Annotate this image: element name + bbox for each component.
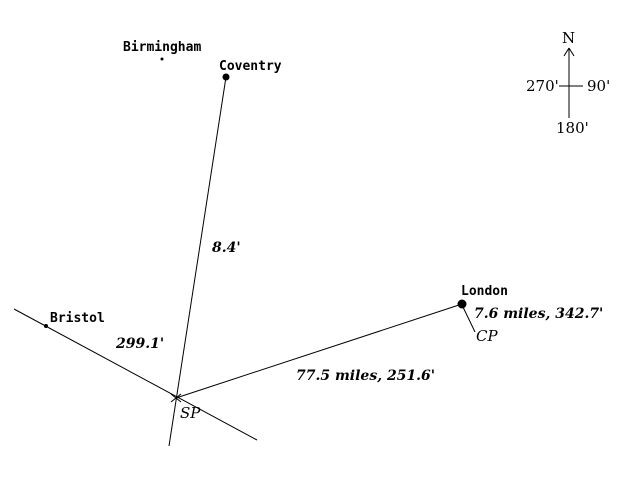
- bristol-bearing-line: [13, 308, 258, 441]
- compass-south-label: 180': [556, 119, 589, 137]
- compass-arrow-left: [563, 47, 570, 57]
- coventry-bearing-line: [168, 76, 227, 447]
- compass-west-label: 270': [526, 77, 559, 95]
- cp-leader-line: [462, 306, 476, 333]
- coventry-bearing-label: 8.4': [212, 240, 241, 256]
- compass-arrow-right: [568, 47, 575, 57]
- bristol-bearing-label: 299.1': [115, 336, 164, 352]
- london-distance-label: 77.5 miles, 251.6': [296, 368, 435, 384]
- compass-east-label: 90': [587, 77, 610, 95]
- cp-distance-label: 7.6 miles, 342.7': [474, 306, 603, 322]
- london-bearing-line: [175, 303, 463, 399]
- birmingham-label: Birmingham: [123, 40, 201, 55]
- birmingham-marker: [160, 57, 164, 61]
- london-label: London: [461, 284, 508, 299]
- sp-mark-b: [170, 393, 182, 403]
- coventry-marker: [222, 73, 230, 81]
- coventry-label: Coventry: [219, 59, 282, 74]
- london-marker: [457, 299, 467, 309]
- compass-rose: N 90' 270' 180': [526, 29, 610, 137]
- compass-north-label: N: [562, 29, 575, 47]
- sp-label: SP: [180, 404, 201, 422]
- cp-label: CP: [476, 327, 498, 345]
- bristol-marker: [44, 324, 48, 328]
- bristol-label: Bristol: [50, 311, 105, 326]
